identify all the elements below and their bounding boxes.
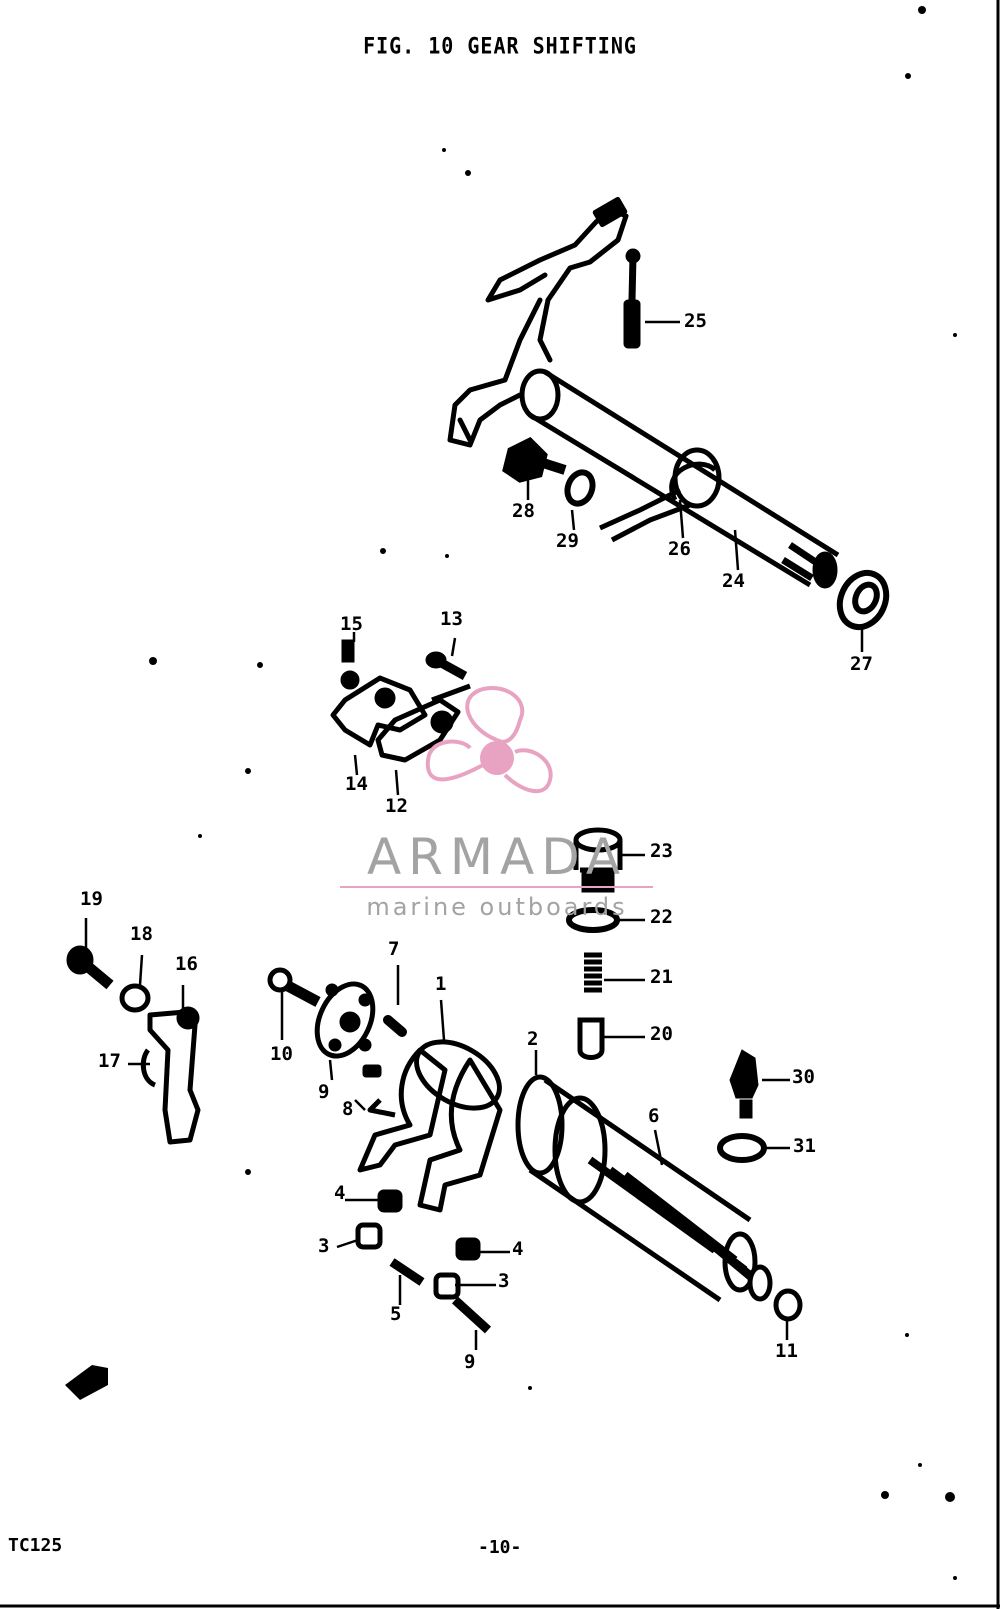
watermark-divider <box>340 886 653 888</box>
spring-21 <box>584 952 602 993</box>
plug-23 <box>573 827 623 893</box>
misc-part-blob <box>65 1365 108 1400</box>
callout-number: 21 <box>650 966 673 988</box>
callout-number: 24 <box>722 570 745 592</box>
callout-number: 8 <box>342 1098 354 1120</box>
page-number: -10- <box>478 1537 522 1558</box>
callout-number: 26 <box>668 538 691 560</box>
gear-shift-arm-16 <box>147 1006 201 1145</box>
figure-title: FIG. 10 GEAR SHIFTING <box>363 32 637 60</box>
callout-number: 31 <box>793 1135 816 1157</box>
shift-fork-1 <box>357 1039 503 1213</box>
watermark-tagline: marine outboards <box>366 893 628 921</box>
callout-number: 18 <box>130 923 153 945</box>
callout-number: 29 <box>556 530 579 552</box>
callout-number: 9 <box>318 1081 330 1103</box>
callout-number: 13 <box>440 608 463 630</box>
callout-number: 4 <box>512 1238 524 1260</box>
callout-number: 16 <box>175 953 198 975</box>
cam-pin-7 <box>383 1015 407 1037</box>
callout-number: 9 <box>464 1351 476 1373</box>
callout-number: 6 <box>648 1105 660 1127</box>
callout-number: 3 <box>318 1235 330 1257</box>
shift-lever-assembly <box>447 196 629 448</box>
callout-number: 1 <box>435 973 447 995</box>
callout-number: 28 <box>512 500 535 522</box>
callout-number: 3 <box>498 1270 510 1292</box>
stopper-28 <box>502 436 567 483</box>
callout-number: 4 <box>334 1182 346 1204</box>
callout-number: 2 <box>527 1028 539 1050</box>
neutral-switch-30 <box>729 1049 759 1119</box>
washer-29 <box>564 469 596 507</box>
gear-shift-pawl-set <box>330 675 471 763</box>
screw-13 <box>425 651 468 680</box>
bolt-10 <box>267 967 321 1007</box>
stopper-20 <box>577 1017 605 1060</box>
model-code: TC125 <box>8 1535 63 1556</box>
washer-18 <box>119 983 151 1013</box>
callout-number: 17 <box>98 1050 121 1072</box>
callout-number: 27 <box>850 653 873 675</box>
callout-number: 15 <box>340 613 363 635</box>
pin-8 <box>362 1064 382 1078</box>
callout-number: 30 <box>792 1066 815 1088</box>
callout-number: 14 <box>345 773 368 795</box>
cam-driven-pin-11 <box>773 1288 803 1322</box>
bolt-25 <box>623 248 641 349</box>
bolt-19 <box>66 945 114 990</box>
callout-number: 23 <box>650 840 673 862</box>
gasket-22 <box>566 907 620 933</box>
callout-number: 25 <box>684 310 707 332</box>
circlip-17 <box>140 1048 157 1088</box>
shaft-oil-seal <box>836 569 890 631</box>
armada-propeller-logo <box>425 686 553 794</box>
fork-pins-and-rollers <box>355 1189 492 1334</box>
watermark-brand: ARMADA <box>366 828 628 886</box>
callout-number: 7 <box>388 938 400 960</box>
gear-shift-cam <box>515 1074 773 1303</box>
o-ring-31 <box>717 1133 767 1163</box>
callout-number: 10 <box>270 1043 293 1065</box>
callout-number: 11 <box>775 1340 798 1362</box>
callout-leaders <box>84 320 864 1350</box>
pin-15 <box>340 639 360 690</box>
scan-noise <box>149 6 957 1580</box>
callout-number: 19 <box>80 888 103 910</box>
cam-stopper-plate <box>314 981 376 1059</box>
return-spring <box>598 447 722 543</box>
callout-number: 22 <box>650 906 673 928</box>
callout-number: 20 <box>650 1023 673 1045</box>
callout-number: 5 <box>390 1303 402 1325</box>
callout-number: 12 <box>385 795 408 817</box>
